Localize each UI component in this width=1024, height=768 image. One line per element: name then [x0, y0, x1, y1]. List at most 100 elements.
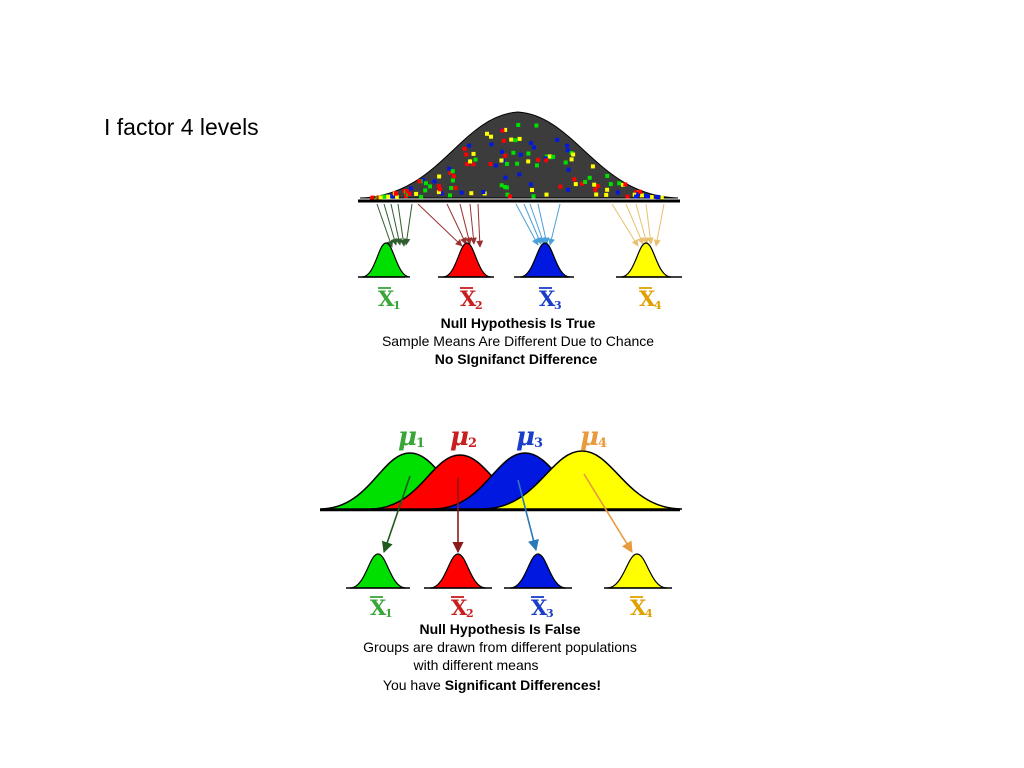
population-dot — [638, 189, 643, 194]
population-dot — [417, 179, 422, 184]
population-dot — [419, 194, 424, 199]
population-dot — [383, 194, 388, 199]
population-dot — [587, 175, 592, 180]
population-dot — [391, 194, 396, 199]
population-dot — [447, 166, 452, 171]
population-dot — [532, 145, 537, 150]
sampling-arrow — [523, 203, 542, 245]
sample-mean-label-3: X 3 — [531, 595, 554, 620]
population-dot — [580, 181, 585, 186]
population-dot — [408, 186, 413, 191]
svg-text:X: X — [531, 595, 548, 620]
population-dot — [488, 162, 493, 166]
population-dot — [481, 190, 486, 195]
population-dot — [526, 151, 531, 156]
population-dot — [615, 190, 620, 195]
sampling-arrow — [383, 203, 398, 246]
sampling-arrow — [515, 203, 539, 246]
population-dot — [370, 195, 375, 200]
svg-text:4: 4 — [645, 607, 653, 620]
population-dot — [566, 167, 571, 172]
population-dot — [565, 148, 570, 153]
population-dot — [595, 184, 600, 189]
population-dot — [592, 182, 597, 187]
population-dot — [499, 158, 504, 163]
sampling-arrows — [376, 203, 665, 248]
svg-text:1: 1 — [416, 436, 425, 451]
sampling-arrow — [611, 203, 639, 247]
svg-text:μ: μ — [580, 422, 599, 452]
sampling-arrow — [645, 203, 654, 245]
sampling-arrow — [469, 203, 477, 245]
population-dot — [547, 154, 552, 159]
population-dot — [605, 173, 610, 178]
population-dot — [534, 163, 539, 168]
population-dot — [534, 123, 539, 128]
population-dot — [378, 195, 383, 200]
population-dot — [594, 192, 599, 197]
population-dot — [450, 169, 455, 174]
population-dot — [649, 195, 654, 199]
sample-distribution-1 — [349, 553, 407, 589]
population-dot — [544, 192, 549, 197]
sample-distribution-3 — [509, 553, 567, 589]
population-dot — [633, 190, 638, 195]
population-dot — [432, 179, 437, 184]
population-dot — [386, 194, 391, 199]
population-dot — [590, 164, 595, 169]
sample-distribution-2 — [429, 553, 487, 589]
population-dot — [583, 180, 588, 184]
sampling-arrow — [635, 203, 649, 245]
population-dot — [503, 175, 508, 180]
population-dot — [604, 192, 609, 197]
sample-mean-label-1: X 1 — [370, 595, 393, 620]
svg-text:3: 3 — [534, 436, 543, 451]
population-dot — [656, 195, 661, 200]
population-dot — [462, 146, 467, 151]
population-dot — [551, 154, 556, 159]
population-dot — [473, 157, 478, 162]
population-dot — [623, 182, 628, 187]
population-dot — [439, 191, 444, 196]
population-dot — [405, 189, 410, 194]
population-dot — [423, 188, 428, 193]
sample-distribution-4 — [606, 553, 668, 589]
svg-text:1: 1 — [385, 607, 393, 620]
sample-distribution-4 — [620, 242, 672, 278]
population-dot — [573, 182, 578, 187]
null-false-explanation: Groups are drawn from different populati… — [363, 639, 637, 655]
population-mean-label-2: μ 2 — [450, 422, 477, 452]
population-dot — [517, 136, 522, 141]
svg-text:3: 3 — [554, 299, 562, 312]
population-dot — [572, 177, 577, 182]
sampling-arrow-3 — [517, 479, 539, 552]
sampling-arrow — [390, 203, 403, 246]
null-false-explanation-cont: with different means — [412, 657, 538, 673]
population-dot — [471, 162, 476, 167]
population-dot — [489, 142, 494, 147]
svg-text:μ: μ — [398, 422, 417, 452]
population-dots — [370, 123, 664, 201]
svg-text:X: X — [460, 286, 477, 311]
null-true-conclusion: No SIgnifanct Difference — [435, 351, 598, 367]
population-dot — [407, 192, 412, 196]
sampling-arrow — [376, 203, 394, 248]
population-mean-label-3: μ 3 — [516, 422, 543, 452]
population-dot — [451, 174, 456, 179]
population-dot — [625, 194, 630, 199]
sampling-arrow — [476, 203, 484, 248]
population-dot — [530, 188, 534, 192]
population-dot — [566, 187, 571, 192]
population-dot — [526, 159, 531, 164]
sample-mean-label-4: X 4 — [639, 286, 662, 312]
svg-text:X: X — [539, 286, 556, 311]
sampling-arrow — [548, 203, 561, 246]
population-dot — [450, 178, 455, 183]
population-dot — [467, 143, 472, 148]
population-dot — [436, 190, 441, 195]
svg-text:X: X — [378, 286, 395, 311]
population-dot — [529, 141, 533, 146]
population-dot — [500, 128, 505, 133]
population-distribution-4 — [481, 450, 683, 510]
population-dot — [459, 190, 464, 195]
